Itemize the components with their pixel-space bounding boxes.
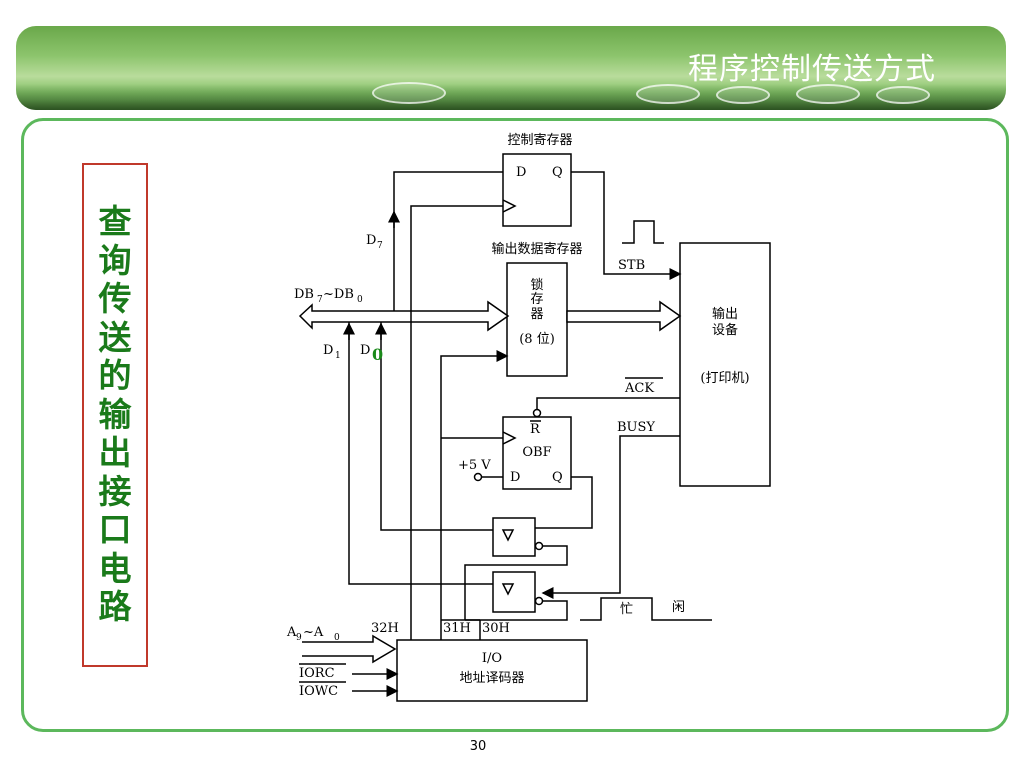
iorc-label: IORC bbox=[299, 666, 335, 681]
address-subscript: 0 bbox=[334, 633, 340, 643]
bus-label: ~DB bbox=[323, 287, 354, 302]
stb-label: STB bbox=[618, 258, 645, 273]
obf-d: D bbox=[510, 470, 520, 485]
device-bus-arrow bbox=[566, 300, 682, 332]
d0-label: D bbox=[360, 343, 370, 358]
slide-title: 程序控制传送方式 bbox=[688, 52, 936, 87]
latch-width-text: (8 位) bbox=[519, 332, 555, 347]
stb-pulse-waveform bbox=[622, 220, 664, 244]
output-device-box bbox=[679, 242, 771, 487]
page-number: 30 bbox=[469, 739, 487, 754]
side-title-char: 询 bbox=[98, 240, 132, 280]
latch-text: 存 bbox=[530, 292, 543, 307]
side-title-char: 输 bbox=[98, 394, 132, 434]
side-title-char: 的 bbox=[98, 356, 132, 396]
decoder-text: 地址译码器 bbox=[459, 671, 524, 686]
busy-wave-label: 忙 bbox=[620, 602, 633, 617]
water-drop-icon bbox=[372, 82, 446, 104]
plus5v-label: +5 V bbox=[458, 458, 491, 473]
buffer-triangle-icon bbox=[501, 583, 515, 596]
water-drop-icon bbox=[876, 86, 930, 104]
side-title-char: 路 bbox=[98, 587, 132, 627]
latch-text: 器 bbox=[530, 307, 543, 322]
output-device-text: 设备 bbox=[712, 322, 738, 338]
bus-subscript: 0 bbox=[357, 295, 363, 305]
inverting-bubble bbox=[532, 408, 542, 418]
water-drop-icon bbox=[716, 86, 770, 104]
address-subscript: 9 bbox=[296, 633, 302, 643]
inverting-bubble bbox=[534, 541, 544, 551]
port-30h-label: 30H bbox=[482, 621, 510, 636]
decoder-text: I/O bbox=[482, 651, 502, 666]
output-data-register-label: 输出数据寄存器 bbox=[491, 241, 582, 257]
side-title-char: 口 bbox=[98, 510, 132, 550]
address-label: A bbox=[286, 625, 297, 640]
buffer-triangle-icon bbox=[501, 529, 515, 542]
control-register-label: 控制寄存器 bbox=[507, 132, 572, 148]
obf-q: Q bbox=[552, 470, 563, 485]
d1-label: D bbox=[323, 343, 333, 358]
obf-reset-label: R bbox=[530, 422, 541, 437]
iowc-label: IOWC bbox=[299, 684, 338, 699]
busy-label: BUSY bbox=[617, 420, 655, 435]
port-32h-label: 32H bbox=[371, 621, 399, 636]
control-register-box bbox=[502, 153, 572, 227]
d1-subscript: 1 bbox=[335, 351, 341, 361]
port-31h-label: 31H bbox=[443, 621, 471, 636]
control-register-q: Q bbox=[552, 165, 563, 180]
d0-handwritten-subscript: 0 bbox=[372, 345, 383, 364]
title-banner bbox=[16, 26, 1006, 110]
side-title-char: 接 bbox=[98, 471, 132, 511]
tristate-buffer-box bbox=[492, 517, 536, 557]
side-title-char: 送 bbox=[98, 317, 132, 357]
side-title-char: 传 bbox=[98, 279, 132, 319]
d7-label: D bbox=[366, 233, 376, 248]
terminal-circle bbox=[473, 472, 483, 482]
tristate-buffer-box bbox=[492, 571, 536, 613]
side-title: 查 询 传 送 的 输 出 接 口 电 路 bbox=[82, 163, 148, 667]
d7-subscript: 7 bbox=[377, 241, 383, 251]
bus-label: DB bbox=[294, 287, 314, 302]
inverting-bubble bbox=[534, 596, 544, 606]
obf-name: OBF bbox=[522, 445, 551, 460]
water-drop-icon bbox=[636, 84, 700, 104]
output-device-text: (打印机) bbox=[700, 371, 749, 386]
bus-subscript: 7 bbox=[317, 295, 323, 305]
side-title-char: 出 bbox=[98, 433, 132, 473]
data-bus-arrow bbox=[298, 300, 510, 332]
clock-triangle-icon bbox=[502, 199, 517, 213]
side-title-char: 电 bbox=[98, 548, 132, 588]
latch-text: 锁 bbox=[530, 277, 543, 293]
busy-idle-waveform bbox=[580, 597, 712, 621]
clock-triangle-icon bbox=[502, 431, 517, 445]
control-register-d: D bbox=[516, 165, 526, 180]
address-label: ~A bbox=[303, 625, 324, 640]
side-title-char: 查 bbox=[98, 202, 132, 242]
address-bus-arrow bbox=[302, 634, 397, 664]
idle-wave-label: 闲 bbox=[672, 600, 685, 615]
ack-label: ACK bbox=[624, 381, 654, 396]
content-frame bbox=[21, 118, 1009, 732]
output-device-text: 输出 bbox=[712, 306, 738, 322]
water-drop-icon bbox=[796, 84, 860, 104]
